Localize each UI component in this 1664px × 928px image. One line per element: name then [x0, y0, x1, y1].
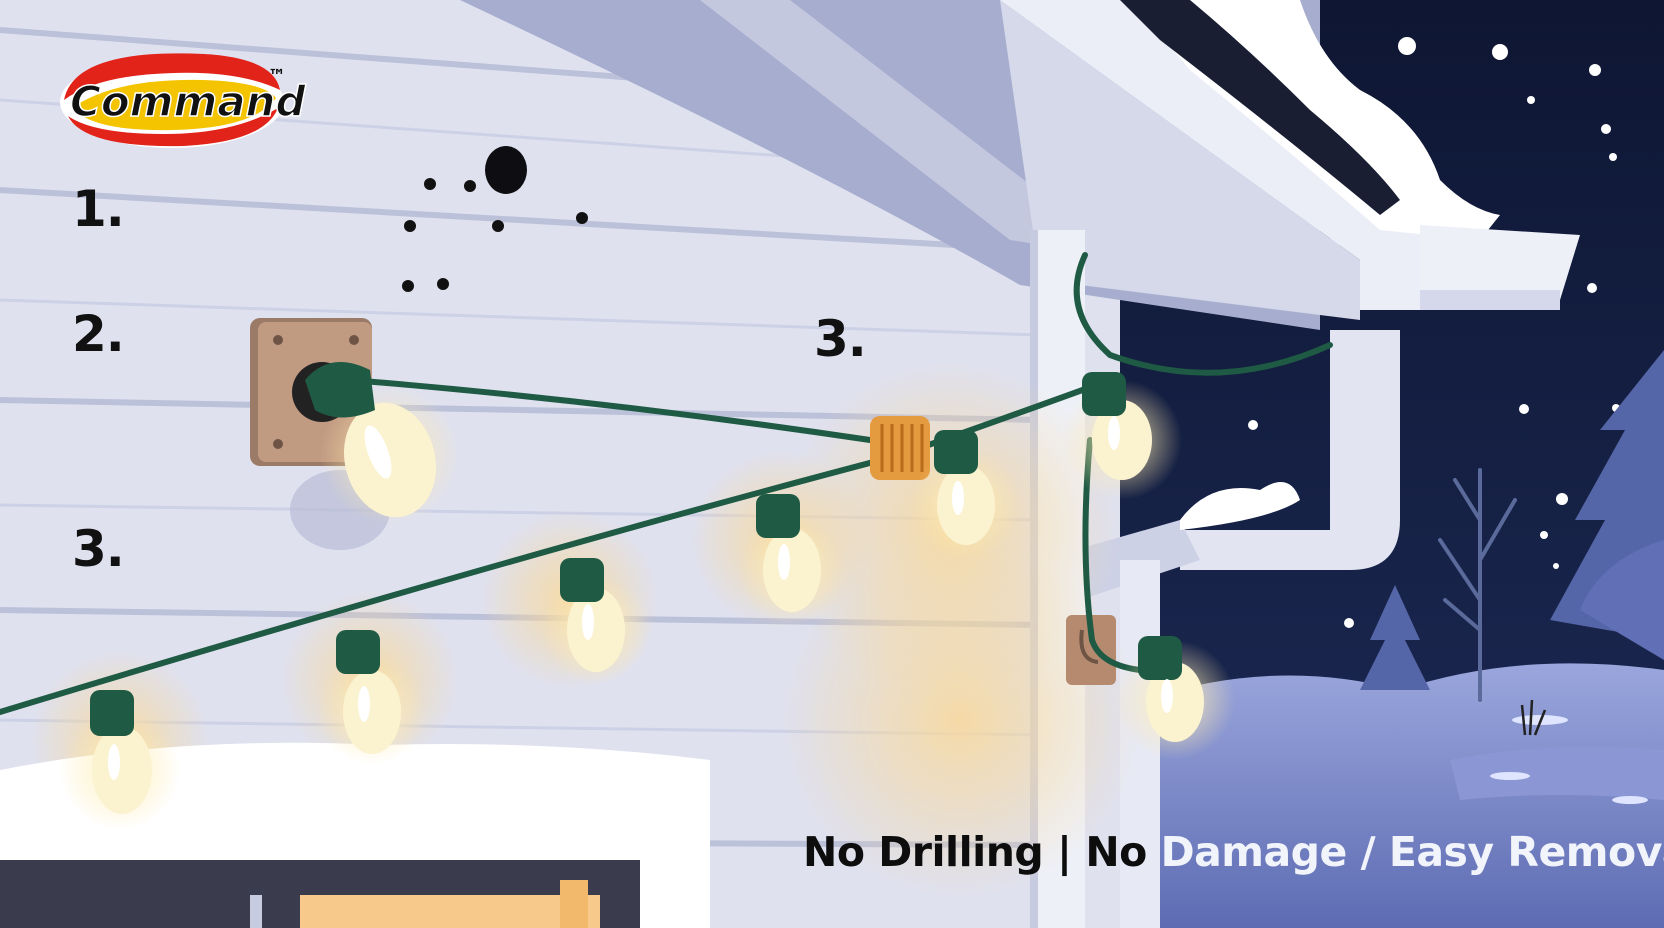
light-bulb-icon	[541, 558, 651, 685]
snowy-ground	[1090, 663, 1664, 928]
light-cord	[0, 252, 1333, 715]
small-wall-hook-icon	[1066, 615, 1116, 685]
light-bulb-icon	[305, 362, 460, 525]
adhesive-dots	[402, 146, 588, 292]
light-bulb-icon	[1062, 372, 1182, 500]
brand-name: Command	[70, 77, 306, 126]
bare-tree	[1438, 468, 1517, 702]
light-bulb-icon	[737, 494, 847, 625]
step-number-1: 1.	[72, 180, 125, 238]
step-number-2: 2.	[72, 305, 125, 363]
trademark-symbol: ™	[268, 66, 286, 87]
tagline-no-drilling: No Drilling	[803, 828, 1044, 876]
roof-fascia	[1000, 0, 1500, 310]
cord-clip-icon	[870, 416, 930, 480]
light-bulb-icon	[911, 430, 1021, 560]
tagline-no-prefix: No	[1085, 828, 1161, 876]
grass-tuft	[1520, 699, 1547, 736]
tagline-separator: |	[1057, 828, 1072, 876]
light-bulb-icon	[60, 690, 180, 830]
tagline: No Drilling | No Damage / Easy Removal	[803, 828, 1664, 876]
tagline-damage-removal: Damage / Easy Removal	[1160, 828, 1664, 876]
step-number-3-lower: 3.	[72, 520, 125, 578]
command-logo: Command ™	[54, 38, 314, 156]
snowflakes	[1248, 37, 1622, 628]
command-logo-mark: Command ™	[60, 53, 307, 148]
step-number-3-upper: 3.	[814, 310, 867, 368]
light-bulb-icon	[1115, 636, 1235, 760]
light-bulb-icon	[317, 630, 427, 765]
